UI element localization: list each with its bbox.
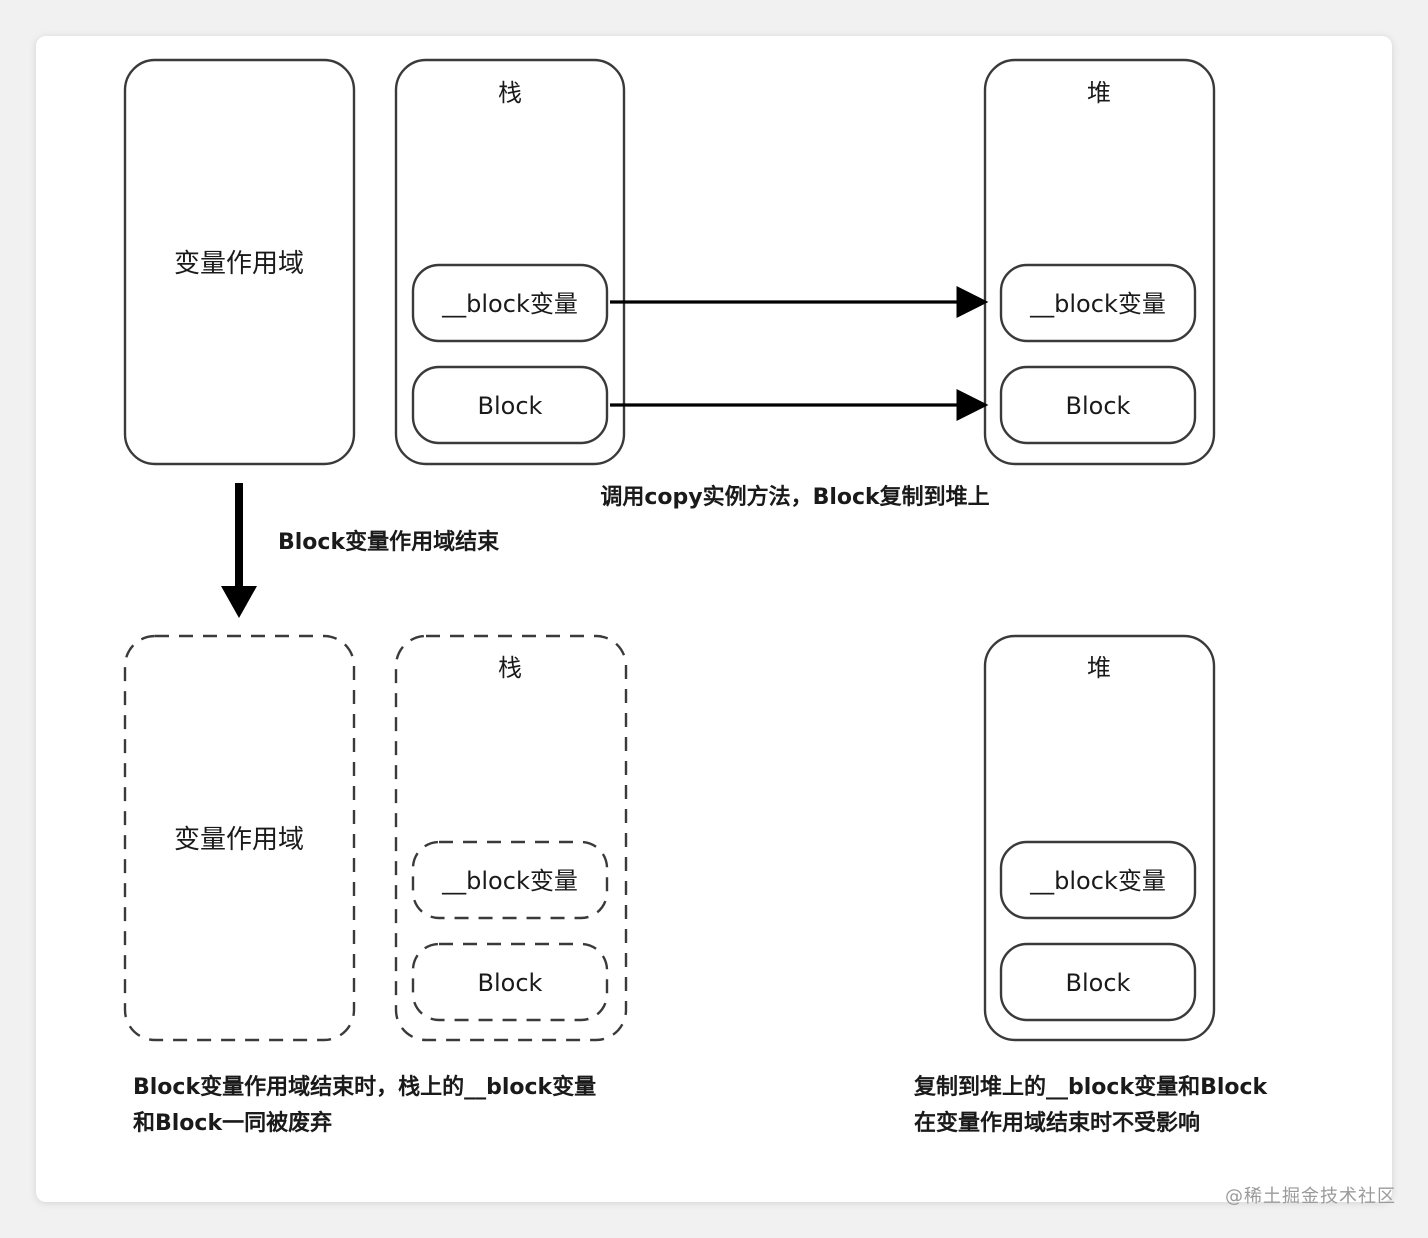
top-heap-title: 堆 [1087,79,1111,107]
bottom-scope-box [123,634,356,1042]
transition: Block变量作用域结束 [221,483,500,618]
bottom-right-caption-line2: 在变量作用域结束时不受影响 [914,1110,1200,1136]
top-row: 变量作用域 栈 __block变量 Block 堆 __block变量 Bloc… [123,58,1216,510]
bottom-heap-block-label: Block [1066,969,1131,997]
bottom-left-caption-line1: Block变量作用域结束时，栈上的__block变量 [133,1074,596,1100]
bottom-row: 变量作用域 栈 __block变量 Block 堆 __block变量 Bloc… [123,634,1269,1136]
top-heap-var-box [999,263,1197,343]
top-scope-box [123,58,356,466]
scope-end-caption: Block变量作用域结束 [278,529,500,555]
top-heap-box [983,58,1216,466]
scope-end-arrow-head [221,586,257,618]
top-stack-title: 栈 [498,79,522,107]
bottom-stack-block-box [411,942,609,1022]
bottom-heap-block-box [999,942,1197,1022]
bottom-scope-label: 变量作用域 [174,825,304,855]
bottom-stack-block-label: Block [478,969,543,997]
watermark: @稀土掘金技术社区 [1225,1186,1396,1207]
top-stack-var-label: __block变量 [441,290,578,318]
copy-caption: 调用copy实例方法，Block复制到堆上 [600,484,989,510]
bottom-right-caption-line1: 复制到堆上的__block变量和Block [913,1074,1269,1100]
bottom-stack-box [394,634,628,1042]
bottom-heap-var-box [999,840,1197,920]
bottom-heap-title: 堆 [1087,654,1111,682]
top-stack-block-label: Block [478,392,543,420]
top-heap-block-box [999,365,1197,445]
bottom-heap-var-label: __block变量 [1029,867,1166,895]
bottom-heap-box [983,634,1216,1042]
top-stack-var-box [411,263,609,343]
top-stack-box [394,58,626,466]
bottom-stack-var-box [411,840,609,920]
top-heap-block-label: Block [1066,392,1131,420]
bottom-stack-var-label: __block变量 [441,867,578,895]
bottom-stack-title: 栈 [498,654,522,682]
top-stack-block-box [411,365,609,445]
top-scope-label: 变量作用域 [174,249,304,279]
bottom-left-caption-line2: 和Block一同被废弃 [133,1110,332,1136]
top-heap-var-label: __block变量 [1029,290,1166,318]
